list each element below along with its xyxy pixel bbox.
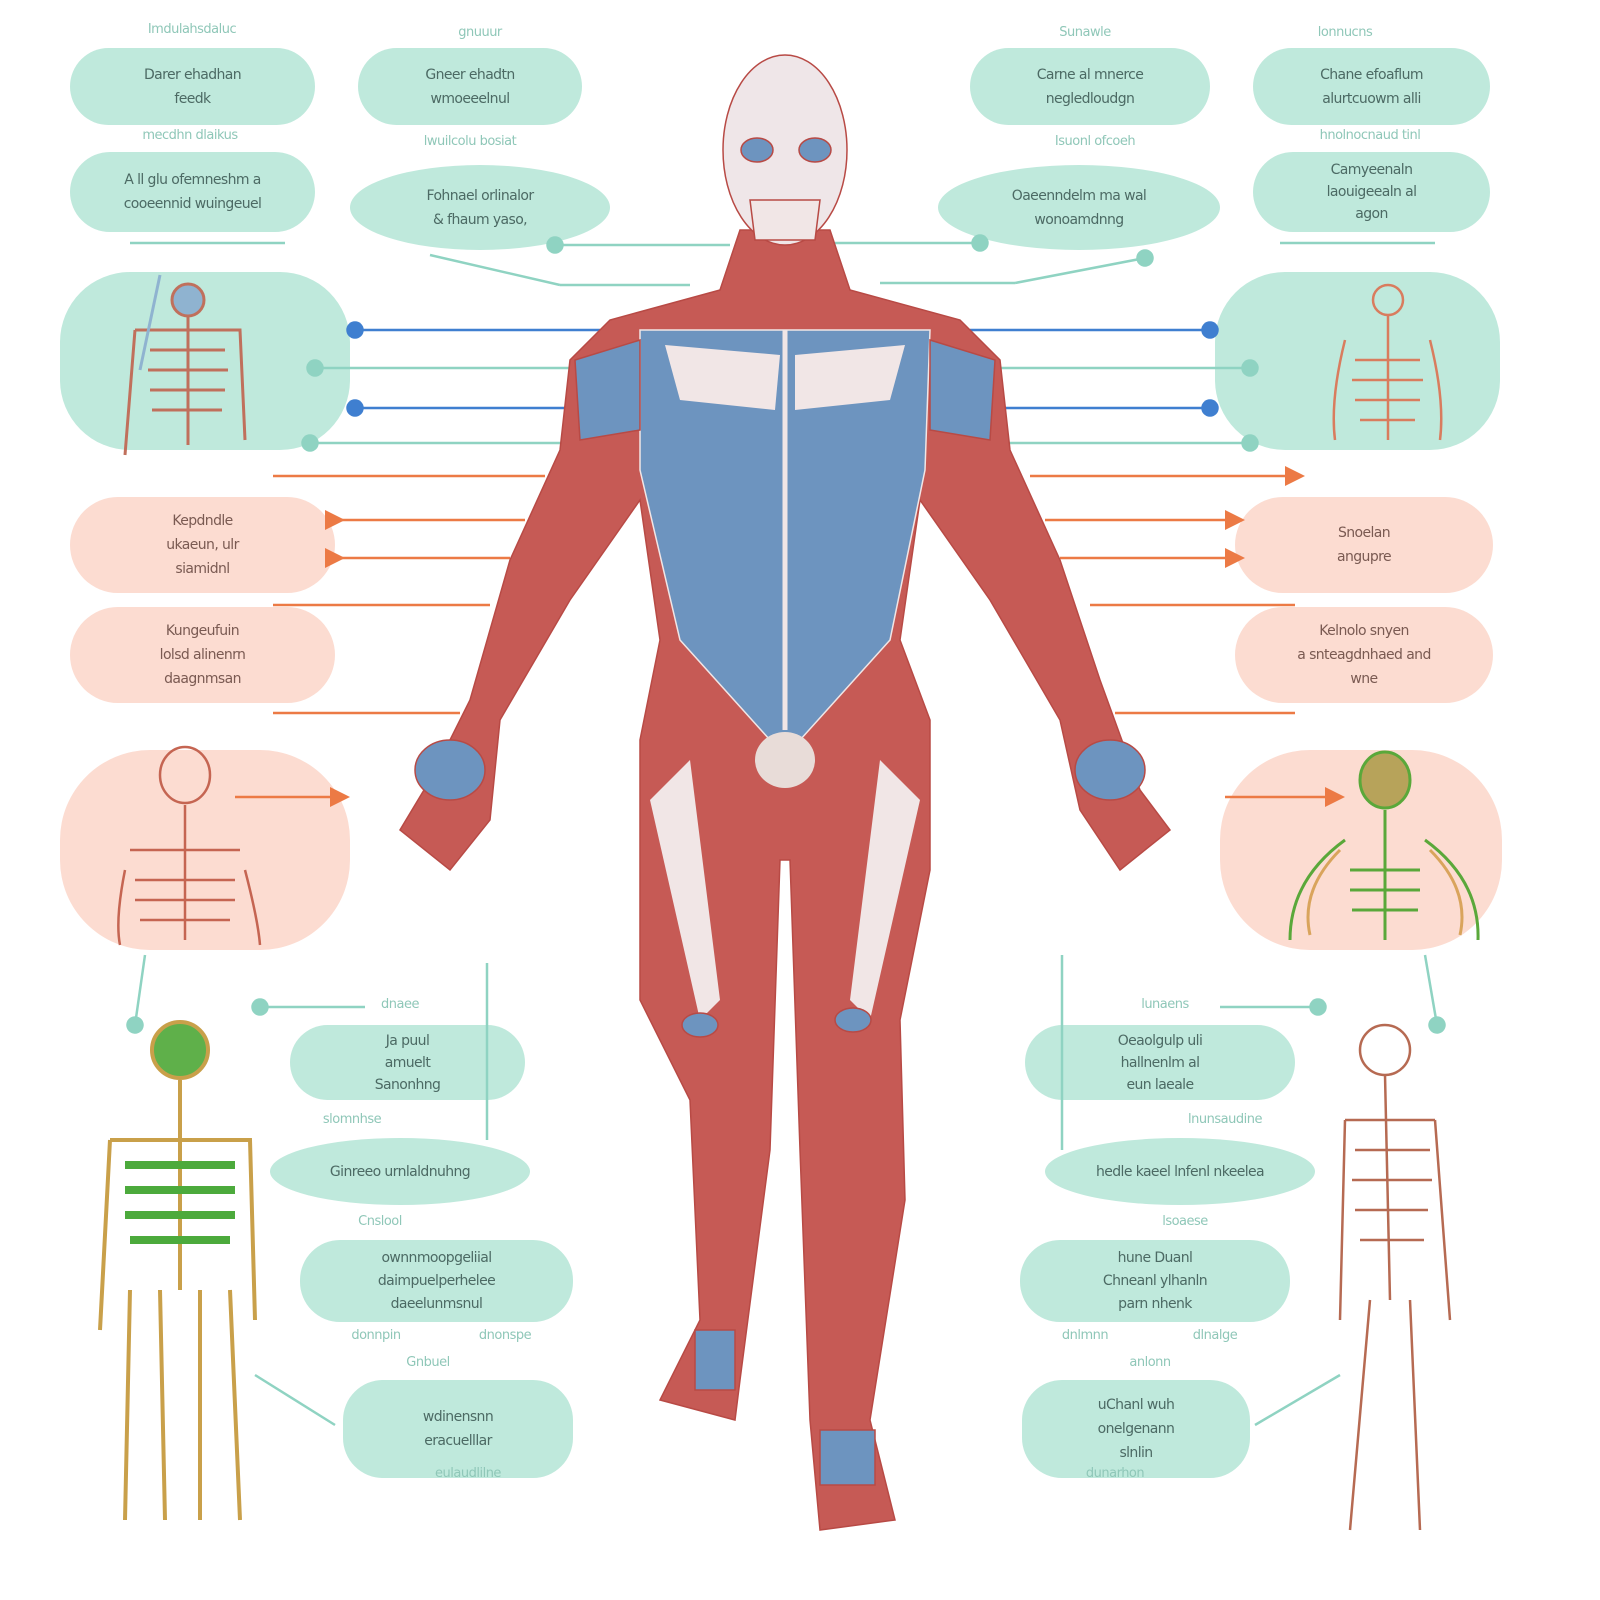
caption: mecdhn dlaikus bbox=[142, 128, 238, 143]
caption: dlnalge bbox=[1192, 1328, 1238, 1343]
info-bubble-pink: Kungeufuin lolsd alinenrn daagnmsan bbox=[70, 607, 335, 703]
info-bubble: wdinensnn eracuelllar bbox=[343, 1380, 573, 1478]
caption: lnunsaudine bbox=[1188, 1112, 1262, 1127]
info-bubble-pink: Snoelan angupre bbox=[1235, 497, 1493, 593]
caption: dnlmnn bbox=[1061, 1328, 1109, 1343]
info-bubble: Fohnael orlinalor & fhaum yaso, bbox=[350, 165, 610, 250]
caption: Cnslool bbox=[358, 1214, 402, 1229]
skeleton-figure-top-right bbox=[1332, 283, 1443, 441]
info-bubble: Gneer ehadtn wmoeeelnul bbox=[358, 48, 582, 125]
info-bubble: uChanl wuh onelgenann slnlin bbox=[1022, 1380, 1250, 1478]
info-bubble: Oeaolgulp uli hallnenlm al eun laeale bbox=[1025, 1025, 1295, 1100]
caption: lwuilcolu bosiat bbox=[423, 134, 517, 149]
info-bubble: Camyeenaln laouigeealn al agon bbox=[1253, 152, 1490, 232]
info-bubble: Ginreeo urnlaldnuhng bbox=[270, 1138, 530, 1205]
caption: slomnhse bbox=[322, 1112, 382, 1127]
info-bubble: Carne al mnerce negledloudgn bbox=[970, 48, 1210, 125]
caption: Imdulahsdaluc bbox=[147, 22, 237, 37]
caption: Sunawle bbox=[1059, 25, 1111, 40]
caption: dnonspe bbox=[478, 1328, 532, 1343]
info-bubble: Darer ehadhan feedk bbox=[70, 48, 315, 125]
caption: lsoaese bbox=[1162, 1214, 1208, 1229]
skeleton-figure-bottom-right bbox=[1338, 1023, 1452, 1531]
info-bubble-pink: Kepdndle ukaeun, ulr siamidnl bbox=[70, 497, 335, 593]
caption: eulaudlilne bbox=[435, 1466, 501, 1481]
caption: lunaens bbox=[1141, 997, 1189, 1012]
caption: dunarhon bbox=[1085, 1466, 1145, 1481]
info-bubble: ownnmoopgeliial daimpuelperhelee daeelun… bbox=[300, 1240, 573, 1322]
info-bubble: hedle kaeel lnfenl nkeelea bbox=[1045, 1138, 1315, 1205]
caption: lonnucns bbox=[1317, 25, 1373, 40]
caption: Isuonl ofcoeh bbox=[1054, 134, 1136, 149]
skeleton-figure-bottom-left bbox=[98, 1020, 257, 1521]
info-bubble: Oaeenndelm ma wal wonoamdnng bbox=[938, 165, 1220, 250]
caption: donnpin bbox=[351, 1328, 401, 1343]
skeleton-figure-mid-left bbox=[117, 745, 262, 946]
connector-lines bbox=[126, 234, 1446, 1427]
caption: anlonn bbox=[1129, 1355, 1171, 1370]
caption: gnuuur bbox=[458, 25, 502, 40]
skeleton-figure-top-left bbox=[123, 274, 247, 456]
caption: hnolnocnaud tinl bbox=[1319, 128, 1421, 143]
caption: Gnbuel bbox=[406, 1355, 450, 1370]
info-bubble: A ll glu ofemneshm a cooeennid wuingeuel bbox=[70, 152, 315, 232]
central-muscle-figure bbox=[399, 54, 1172, 1531]
info-bubble: hune Duanl Chneanl ylhanln parn nhenk bbox=[1020, 1240, 1290, 1322]
info-bubble-pink: Kelnolo snyen a snteagdnhaed and wne bbox=[1235, 607, 1493, 703]
info-bubble: Chane efoaflum alurtcuowm alli bbox=[1253, 48, 1490, 125]
caption: dnaee bbox=[381, 997, 419, 1012]
skeleton-figure-mid-right bbox=[1288, 750, 1480, 941]
